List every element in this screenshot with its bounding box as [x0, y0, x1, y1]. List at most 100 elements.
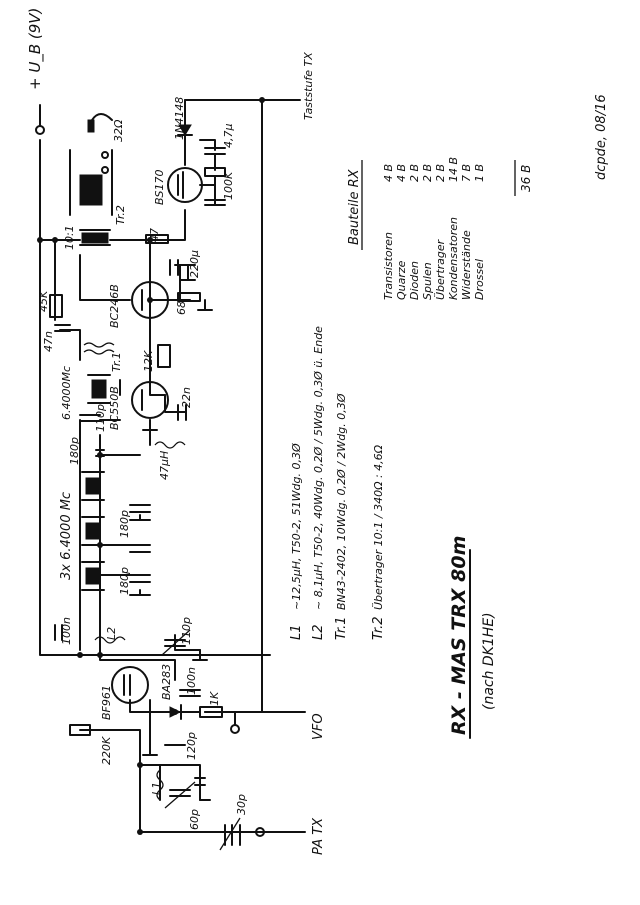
label-patx: PA TX [311, 817, 326, 855]
label-100n-a: 100n [60, 617, 73, 645]
r45k-resistor [49, 294, 63, 318]
label-l1: L1 [150, 782, 163, 795]
bs170-transistor [167, 167, 216, 203]
bom-item-qty: 7 B [460, 164, 473, 182]
tr1-transformer [83, 342, 115, 355]
vfo-terminal [230, 724, 240, 734]
label-30p: 30p [235, 794, 248, 815]
label-60p: 60p [188, 809, 201, 830]
label-bc550b: BC550B [108, 386, 121, 430]
label-ratio: 10:1 [63, 225, 76, 250]
bom-item-qty: 2 B [434, 164, 447, 182]
bom-item-qty: 2 B [408, 164, 421, 182]
patx-terminal [255, 827, 265, 837]
note-l1-label: L1 [289, 624, 304, 640]
bom-item-name: Spulen [421, 262, 434, 300]
label-180p-c: 180p [118, 567, 131, 595]
label-bs170: BS170 [153, 169, 166, 205]
bom-item-name: Transistoren [382, 232, 395, 300]
label-32ohm: 32Ω [112, 119, 125, 142]
label-6400osc: 6.4000Mc [60, 366, 73, 420]
c30p-trimmer [219, 817, 241, 851]
bom-item-name: Quarze [395, 260, 408, 300]
label-bc246b: BC246B [108, 284, 121, 328]
r47-resistor [145, 234, 169, 244]
c47n-capacitor [54, 324, 71, 332]
ground-symbols [129, 194, 226, 801]
label-xtals: 3x 6.4000 Mc [59, 492, 74, 580]
label-110p-a: 110p [180, 617, 193, 645]
note-tr2-text: Übertrager 10:1 / 340Ω : 4,6Ω [372, 444, 385, 610]
label-45k: 45K [37, 290, 50, 312]
headphone-icon [87, 113, 113, 174]
component-labels: + U_B (9V) Taststufe TX 1N4148 4,7µ 32Ω … [26, 8, 326, 855]
tr2-transformer [69, 149, 113, 246]
label-ba283: BA283 [160, 664, 173, 700]
label-68: 68 [175, 301, 188, 315]
note-l2-text: ~ 8,1µH, T50-2, 40Wdg. 0,2Ø / 5Wdg. 0,3Ø… [312, 326, 325, 610]
label-l2: L2 [105, 627, 118, 640]
winding-notes: L1 ~12,5µH, T50-2, 51Wdg. 0,3Ø L2 ~ 8,1µ… [289, 326, 386, 640]
label-22n: 22n [180, 387, 193, 408]
c110p-trimmer [161, 629, 191, 656]
bom-item-name: Übertrager [434, 238, 447, 300]
bc246b-transistor [131, 281, 169, 319]
note-tr2-label: Tr.2 [371, 617, 386, 641]
r220k-resistor [69, 724, 91, 736]
bom-item-name: Drossel [473, 259, 486, 300]
bom-item-qty: 4 B [395, 164, 408, 182]
c100n-a [54, 624, 63, 641]
label-180p-b: 180p [118, 510, 131, 538]
bom-item-name: Dioden [408, 261, 421, 300]
label-tr2: Tr.2 [114, 205, 127, 225]
c110p-osc [79, 414, 101, 422]
label-4u7: 4,7µ [222, 124, 235, 149]
label-1n4148: 1N4148 [173, 97, 186, 140]
c22n-capacitor [177, 404, 187, 421]
note-tr1-label: Tr.1 [334, 617, 349, 641]
wiring [39, 99, 306, 846]
label-220u: 220µ [188, 250, 201, 278]
bom-total: 36 B [519, 165, 533, 192]
bf961-transistor [111, 666, 149, 704]
bom-item-qty: 2 B [421, 164, 434, 182]
c220u-capacitor [169, 259, 179, 276]
bom-heading: Bauteile RX [347, 168, 362, 245]
label-47n: 47n [42, 331, 55, 352]
note-l1-text: ~12,5µH, T50-2, 51Wdg. 0,3Ø [290, 443, 303, 610]
label-vfo: VFO [311, 713, 326, 740]
label-120p: 120p [185, 732, 198, 760]
schematic-subtitle: (nach DK1HE) [481, 612, 497, 710]
r68-resistor [177, 292, 201, 302]
r1k-resistor [199, 706, 223, 718]
bc550b-transistor [131, 381, 169, 419]
label-100n-b: 100n [185, 667, 198, 695]
xtal-osc [87, 374, 111, 404]
note-l2-label: L2 [311, 624, 326, 640]
ba283-diode [169, 704, 182, 720]
d1n4148-diode [177, 124, 193, 136]
bom-item-qty: 4 B [382, 164, 395, 182]
schematic-title: RX - MAS TRX 80m [448, 536, 470, 735]
bom-item-name: Kondensatoren [447, 217, 460, 300]
label-taststufe: Taststufe TX [302, 52, 315, 120]
c100n-b [179, 689, 201, 697]
choke-47uh [154, 441, 186, 449]
label-supply: + U_B (9V) [26, 8, 45, 90]
bom-item-name: Widerstände [460, 230, 473, 300]
label-tr1: Tr.1 [110, 352, 123, 372]
crystal-ladder [81, 471, 105, 591]
label-100k: 100K [222, 171, 235, 200]
author-date: dcpde, 08/16 [594, 94, 609, 180]
label-220k: 220K [100, 736, 113, 765]
l1-tank [156, 769, 206, 809]
parts-list: Bauteile RX Transistoren 4 B Quarze 4 B … [347, 157, 533, 300]
label-12k: 12K [142, 350, 155, 372]
label-110p-b: 110p [94, 404, 107, 432]
label-47: 47 [148, 228, 161, 242]
supply-terminal [35, 104, 45, 135]
bom-item-qty: 1 B [473, 164, 486, 182]
c180p-caps [95, 449, 151, 583]
title-block: RX - MAS TRX 80m (nach DK1HE) dcpde, 08/… [448, 94, 609, 739]
